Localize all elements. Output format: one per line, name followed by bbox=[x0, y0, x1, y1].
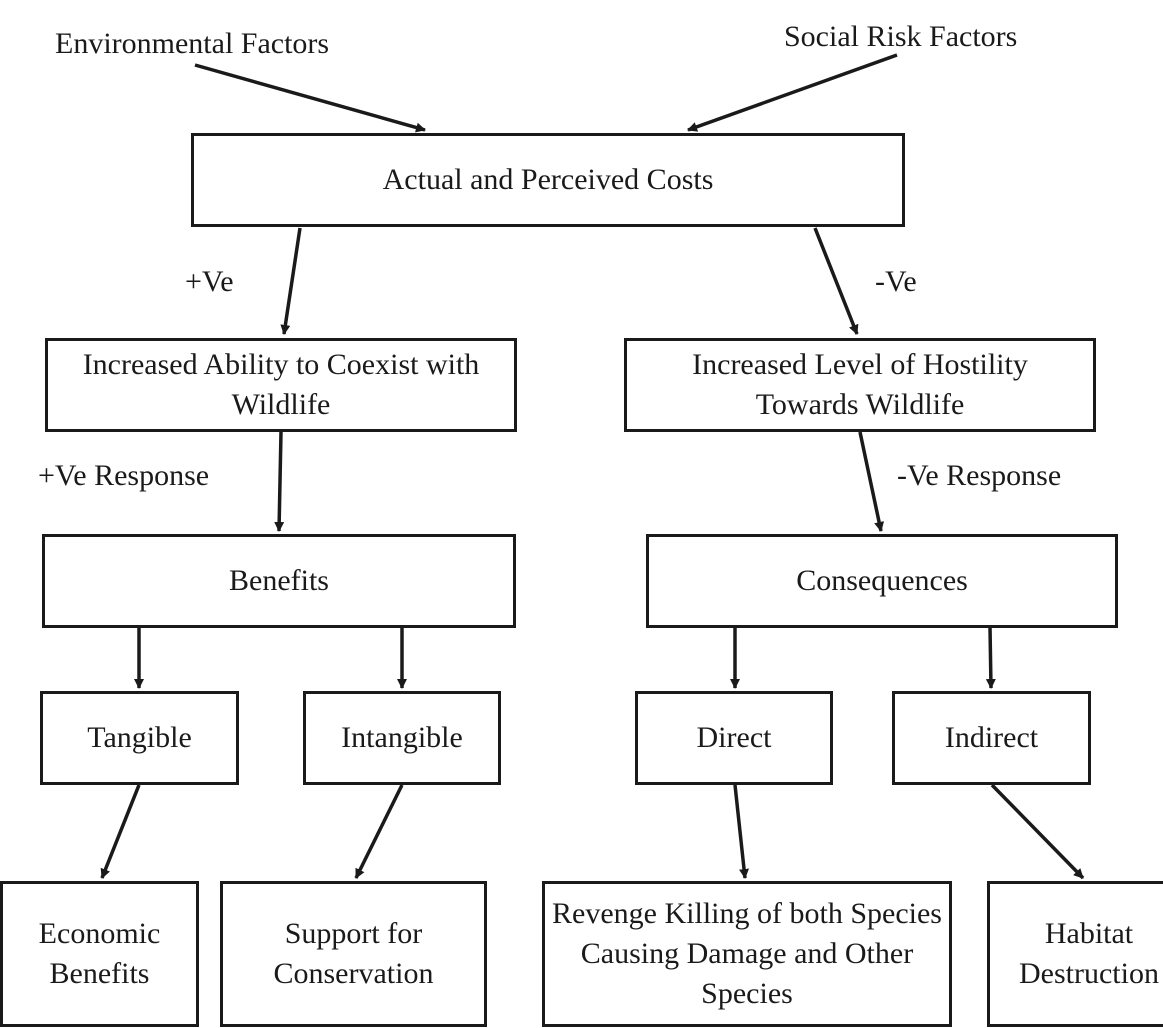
negative-response-label: -Ve Response bbox=[897, 459, 1062, 492]
hostility-box: Increased Level of Hostility Towards Wil… bbox=[624, 338, 1096, 432]
coexist-text: Increased Ability to Coexist with Wildli… bbox=[82, 348, 480, 421]
positive-label: +Ve bbox=[185, 265, 234, 298]
intangible-text: Intangible bbox=[341, 721, 463, 754]
environmental-factors-label: Environmental Factors bbox=[55, 27, 330, 60]
arrow-environmental-to-costs bbox=[194, 63, 426, 133]
revenge-killing-text: Revenge Killing of both Species Causing … bbox=[552, 897, 942, 1010]
consequences-box: Consequences bbox=[646, 534, 1118, 628]
arrow-direct-to-revenge bbox=[733, 784, 750, 879]
direct-text: Direct bbox=[696, 721, 772, 754]
hostility-text: Increased Level of Hostility Towards Wil… bbox=[692, 348, 1028, 421]
habitat-destruction-text: Habitat Destruction bbox=[1019, 917, 1159, 990]
consequences-text: Consequences bbox=[796, 564, 968, 597]
indirect-text: Indirect bbox=[944, 721, 1039, 754]
arrow-social-to-costs bbox=[687, 53, 898, 132]
support-conservation-text: Support for Conservation bbox=[273, 917, 434, 990]
tangible-text: Tangible bbox=[87, 721, 192, 754]
actual-perceived-costs-box: Actual and Perceived Costs bbox=[191, 133, 905, 227]
economic-benefits-text: Economic Benefits bbox=[38, 917, 161, 990]
benefits-box: Benefits bbox=[42, 534, 516, 628]
tangible-box: Tangible bbox=[40, 691, 239, 785]
arrow-coexist-to-benefits bbox=[274, 431, 285, 532]
positive-response-label: +Ve Response bbox=[38, 459, 210, 492]
actual-perceived-costs-text: Actual and Perceived Costs bbox=[382, 163, 714, 196]
habitat-destruction-box: Habitat Destruction bbox=[987, 881, 1163, 1027]
benefits-text: Benefits bbox=[229, 564, 329, 597]
arrow-indirect-to-habitat bbox=[990, 783, 1085, 880]
arrow-consequences-to-indirect bbox=[985, 626, 996, 689]
coexist-box: Increased Ability to Coexist with Wildli… bbox=[45, 338, 517, 432]
arrow-intangible-to-support bbox=[354, 784, 404, 879]
arrow-hostility-to-consequences bbox=[858, 431, 885, 532]
arrow-costs-to-hostility bbox=[813, 227, 859, 335]
social-risk-factors-label: Social Risk Factors bbox=[784, 20, 1018, 53]
intangible-box: Intangible bbox=[303, 691, 501, 785]
arrow-tangible-to-economic bbox=[100, 784, 141, 879]
revenge-killing-box: Revenge Killing of both Species Causing … bbox=[542, 881, 952, 1027]
arrow-costs-to-coexist bbox=[280, 227, 302, 335]
support-conservation-box: Support for Conservation bbox=[220, 881, 487, 1027]
economic-benefits-box: Economic Benefits bbox=[0, 881, 199, 1027]
negative-label: -Ve bbox=[875, 265, 917, 298]
direct-box: Direct bbox=[635, 691, 833, 785]
indirect-box: Indirect bbox=[892, 691, 1091, 785]
